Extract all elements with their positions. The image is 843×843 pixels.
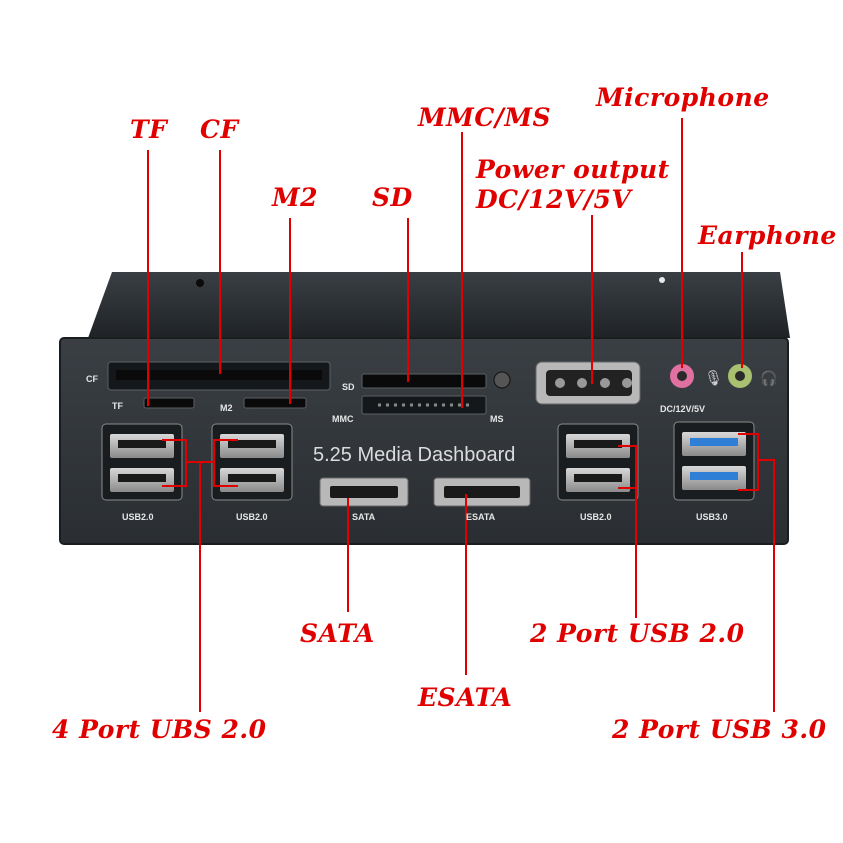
panel-label-usb-left-2: USB2.0 (236, 512, 268, 522)
tf-slot (143, 397, 195, 409)
panel-label-cf: CF (86, 374, 98, 384)
callout-usb20-4port: 4 Port UBS 2.0 (52, 715, 267, 744)
callout-sd: SD (372, 183, 413, 212)
panel-label-dc: DC/12V/5V (660, 404, 706, 414)
m2-slot (243, 397, 307, 409)
panel-label-ms: MS (490, 414, 504, 424)
mount-hole-right (659, 277, 665, 283)
callout-m2: M2 (272, 183, 319, 212)
panel-label-esata: ESATA (466, 512, 496, 522)
callout-power-line1: Power output (476, 155, 670, 184)
mic-icon: 🎙 (704, 369, 723, 387)
sata-port (319, 477, 409, 507)
callout-tf: TF (130, 115, 168, 144)
callout-power-line2: DC/12V/5V (476, 185, 632, 214)
callout-esata: ESATA (418, 683, 513, 712)
sd-slot (361, 373, 487, 389)
mount-hole (196, 279, 204, 287)
headphone-icon: 🎧 (760, 370, 777, 387)
callout-usb20-2port: 2 Port USB 2.0 (530, 619, 745, 648)
panel-label-m2: M2 (220, 403, 233, 413)
panel-label-mmc: MMC (332, 414, 354, 424)
drive-body-top (88, 272, 790, 338)
panel-label-usb-right: USB2.0 (580, 512, 612, 522)
callout-earphone: Earphone (698, 221, 837, 250)
usb3-port (673, 421, 755, 501)
panel-label-usb-left-1: USB2.0 (122, 512, 154, 522)
callout-cf: CF (200, 115, 239, 144)
mmc-ms-slot (361, 395, 487, 415)
panel-title: 5.25 Media Dashboard (313, 444, 516, 466)
callout-usb30-2port: 2 Port USB 3.0 (612, 715, 827, 744)
esata-port (433, 477, 531, 507)
panel-label-tf: TF (112, 401, 123, 411)
panel-label-usb3: USB3.0 (696, 512, 728, 522)
leader-lines (147, 118, 775, 712)
led-indicator (493, 371, 511, 389)
panel-label-sd: SD (342, 382, 355, 392)
callout-mmc-ms: MMC/MS (418, 103, 552, 132)
panel-label-sata: SATA (352, 512, 376, 522)
callout-microphone: Microphone (596, 83, 770, 112)
usb-port-left-2 (211, 423, 293, 501)
callout-sata: SATA (300, 619, 375, 648)
usb-port-left-1 (101, 423, 183, 501)
usb-port-right (557, 423, 639, 501)
